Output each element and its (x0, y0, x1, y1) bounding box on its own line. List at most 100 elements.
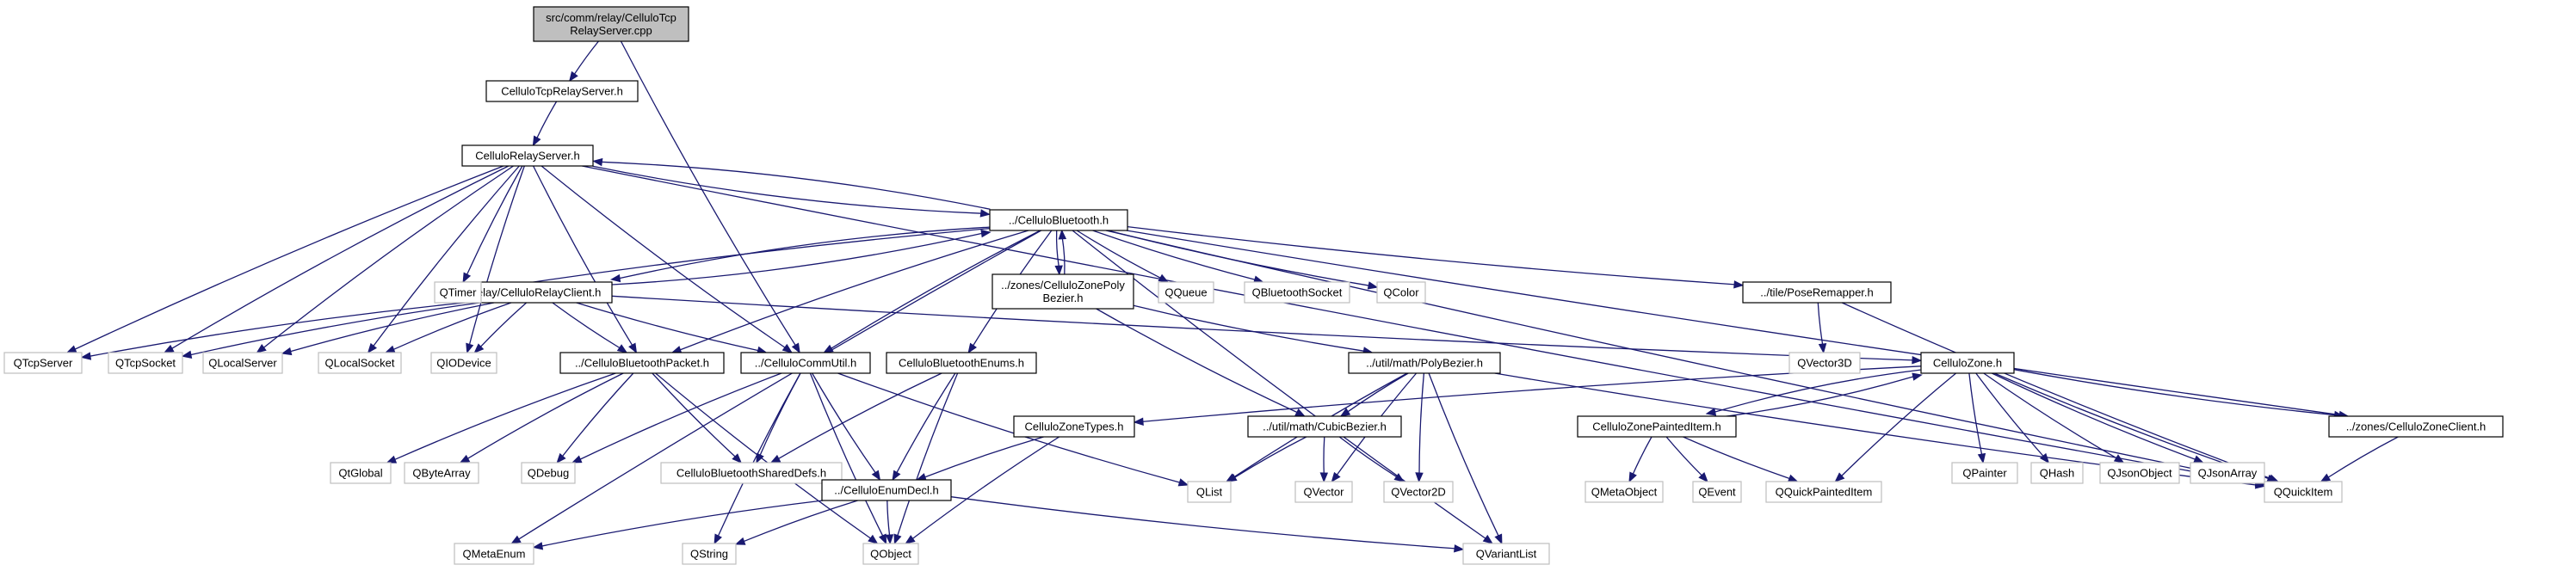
arrowhead-relayserverh-to-qtcpsocket (163, 344, 175, 353)
arrowhead-bluetoothh-to-polybezierzoneh (1054, 265, 1063, 276)
node-box-qvector (1294, 481, 1353, 503)
edge-zonepaintedh-to-zoneh (1708, 376, 1914, 420)
edge-bluetoothh-to-zoneclienth (1126, 230, 2341, 416)
node-cubicbezierh[interactable]: ../util/math/CubicBezier.h (1247, 415, 1402, 438)
node-qjsonarray: QJsonArray (2190, 462, 2265, 484)
node-label-qlocalserver: QLocalServer (208, 357, 277, 370)
edge-relayclienth-to-qtcpsocket (189, 302, 480, 356)
edge-zoneh-to-zonepaintedh (1714, 369, 1921, 413)
node-box-bluetoothh (989, 209, 1128, 231)
node-zonepaintedh[interactable]: CelluloZonePaintedItem.h (1577, 415, 1737, 438)
edge-bluetoothh-to-poseremapperh (1127, 225, 1736, 286)
arrowhead-polybezierzoneh-to-bluetoothh (1058, 229, 1067, 240)
node-box-qlist (1187, 481, 1232, 503)
node-qdebug: QDebug (521, 462, 576, 484)
node-qlist: QList (1187, 481, 1232, 503)
arrowhead-relayserverh-to-commutilh (781, 343, 793, 353)
node-label-qstring: QString (690, 548, 728, 561)
node-label-zoneclienth: ../zones/CelluloZoneClient.h (2346, 421, 2486, 433)
node-box-btpacketh (559, 352, 725, 374)
node-qqueue: QQueue (1158, 281, 1214, 304)
edge-relayclienth-to-qtcpserver (89, 302, 466, 357)
arrowhead-bluetoothh-to-qqueue (1158, 273, 1170, 283)
arrowhead-commutilh-to-qstring (713, 533, 722, 545)
edge-bluetoothh-to-polybezierzoneh (1055, 230, 1059, 267)
node-label-qquickpainteditem: QQuickPaintedItem (1776, 486, 1873, 499)
node-box-qobject (862, 543, 919, 565)
node-box-qtglobal (330, 462, 392, 484)
node-box-qmetaobject (1585, 481, 1664, 503)
node-qvector2d: QVector2D (1383, 481, 1454, 503)
edge-relayclienth-to-qlocalsocket (392, 302, 512, 351)
arrowhead-zoneh-to-qpainter (1977, 452, 1986, 464)
node-zoneh[interactable]: CelluloZone.h (1920, 352, 2015, 374)
node-box-polybezierzoneh (991, 273, 1134, 310)
node-qtimer: QTimer (434, 281, 482, 304)
edge-relayserverh-to-qiodevice (468, 165, 525, 346)
node-box-zonepaintedh (1577, 415, 1737, 438)
edge-zonepaintedh-to-qevent (1665, 436, 1703, 476)
arrowhead-zoneh-to-zonetypesh (1133, 417, 1144, 427)
node-qmetaenum: QMetaEnum (454, 543, 534, 565)
node-qvector: QVector (1294, 481, 1353, 503)
node-label-qvector3d: QVector3D (1797, 357, 1852, 370)
node-relayserverh[interactable]: CelluloRelayServer.h (461, 144, 594, 167)
node-qbtsocket: QBluetoothSocket (1244, 281, 1350, 304)
node-poseremapperh[interactable]: ../tile/PoseRemapper.h (1742, 281, 1892, 304)
node-enumdeclh[interactable]: ../CelluloEnumDecl.h (821, 479, 952, 501)
node-qlocalsocket: QLocalSocket (318, 352, 402, 374)
edge-zoneh-to-qpainter (1968, 372, 1983, 456)
arrowhead-relayserverh-to-qiodevice (466, 342, 474, 354)
edge-relayserverh-to-btpacketh (533, 165, 633, 347)
node-label-enumdeclh: ../CelluloEnumDecl.h (834, 484, 938, 497)
arrowhead-commutilh-to-qobject (879, 533, 887, 545)
edge-zonetypesh-to-enumdeclh (924, 436, 1044, 478)
node-polybezierh[interactable]: ../util/math/PolyBezier.h (1348, 352, 1501, 374)
edge-bluetoothh-to-qbtsocket (1092, 230, 1256, 281)
node-box-relayclienth (461, 281, 613, 304)
node-box-qjsonobject (2099, 462, 2180, 484)
node-relayclienth[interactable]: relay/CelluloRelayClient.h (461, 281, 613, 304)
arrowhead-relayclienth-to-zoneh (1912, 356, 1923, 365)
node-btpacketh[interactable]: ../CelluloBluetoothPacket.h (559, 352, 725, 374)
arrowhead-bluetoothh-to-relayclienth (609, 273, 621, 283)
arrowhead-cubicbezierh-to-qvector2d (1393, 473, 1405, 482)
arrowhead-btpacketh-to-qdebug (556, 452, 566, 464)
arrowhead-btenumsh-to-qobject (893, 533, 902, 545)
node-label-root-line-2: RelayServer.cpp (570, 24, 652, 37)
node-zonetypesh[interactable]: CelluloZoneTypes.h (1013, 415, 1135, 438)
edge-commutilh-to-qobject (809, 372, 884, 537)
arrowhead-relayserverh-to-bluetoothh (979, 209, 991, 218)
arrowhead-commutilh-to-shareddefsh (756, 452, 764, 464)
edge-relayclienth-to-btpacketh (552, 302, 621, 349)
node-bluetoothh[interactable]: ../CelluloBluetooth.h (989, 209, 1128, 231)
node-box-qbytearray (404, 462, 479, 484)
node-label-qtglobal: QtGlobal (338, 467, 382, 480)
edge-root-to-commutilh (620, 40, 797, 347)
edge-relayserverh-to-qtcpserver (74, 165, 504, 351)
node-zoneclienth[interactable]: ../zones/CelluloZoneClient.h (2328, 415, 2504, 438)
node-commutilh[interactable]: ../CelluloCommUtil.h (740, 352, 871, 374)
arrowhead-relayclienth-to-btpacketh (616, 344, 628, 353)
node-label-btpacketh: ../CelluloBluetoothPacket.h (575, 357, 709, 370)
edge-bluetoothh-to-relayclienth (618, 226, 990, 279)
node-label-qhash: QHash (2040, 467, 2074, 480)
node-qpainter: QPainter (1951, 462, 2018, 484)
node-btenumsh[interactable]: CelluloBluetoothEnums.h (886, 352, 1037, 374)
node-tcprelayh[interactable]: CelluloTcpRelayServer.h (485, 80, 639, 102)
node-label-qpainter: QPainter (1962, 467, 2007, 480)
node-label-qevent: QEvent (1698, 486, 1736, 499)
node-label-qmetaobject: QMetaObject (1591, 486, 1658, 499)
edge-bluetoothh-to-relayserverh (601, 161, 991, 210)
node-qlocalserver: QLocalServer (202, 352, 283, 374)
node-root[interactable]: src/comm/relay/CelluloTcpRelayServer.cpp (533, 6, 689, 42)
arrowhead-enumdeclh-to-qobject (885, 534, 894, 545)
edge-enumdeclh-to-qobject (886, 500, 891, 537)
node-box-qtimer (434, 281, 482, 304)
arrowhead-relayclienth-to-qlocalserver (281, 347, 293, 356)
node-label-qvector2d: QVector2D (1391, 486, 1446, 499)
arrowhead-root-to-tcprelayh (569, 71, 578, 83)
node-label-qjsonarray: QJsonArray (2198, 467, 2258, 480)
edge-bluetoothh-to-qcolor (1107, 230, 1370, 286)
